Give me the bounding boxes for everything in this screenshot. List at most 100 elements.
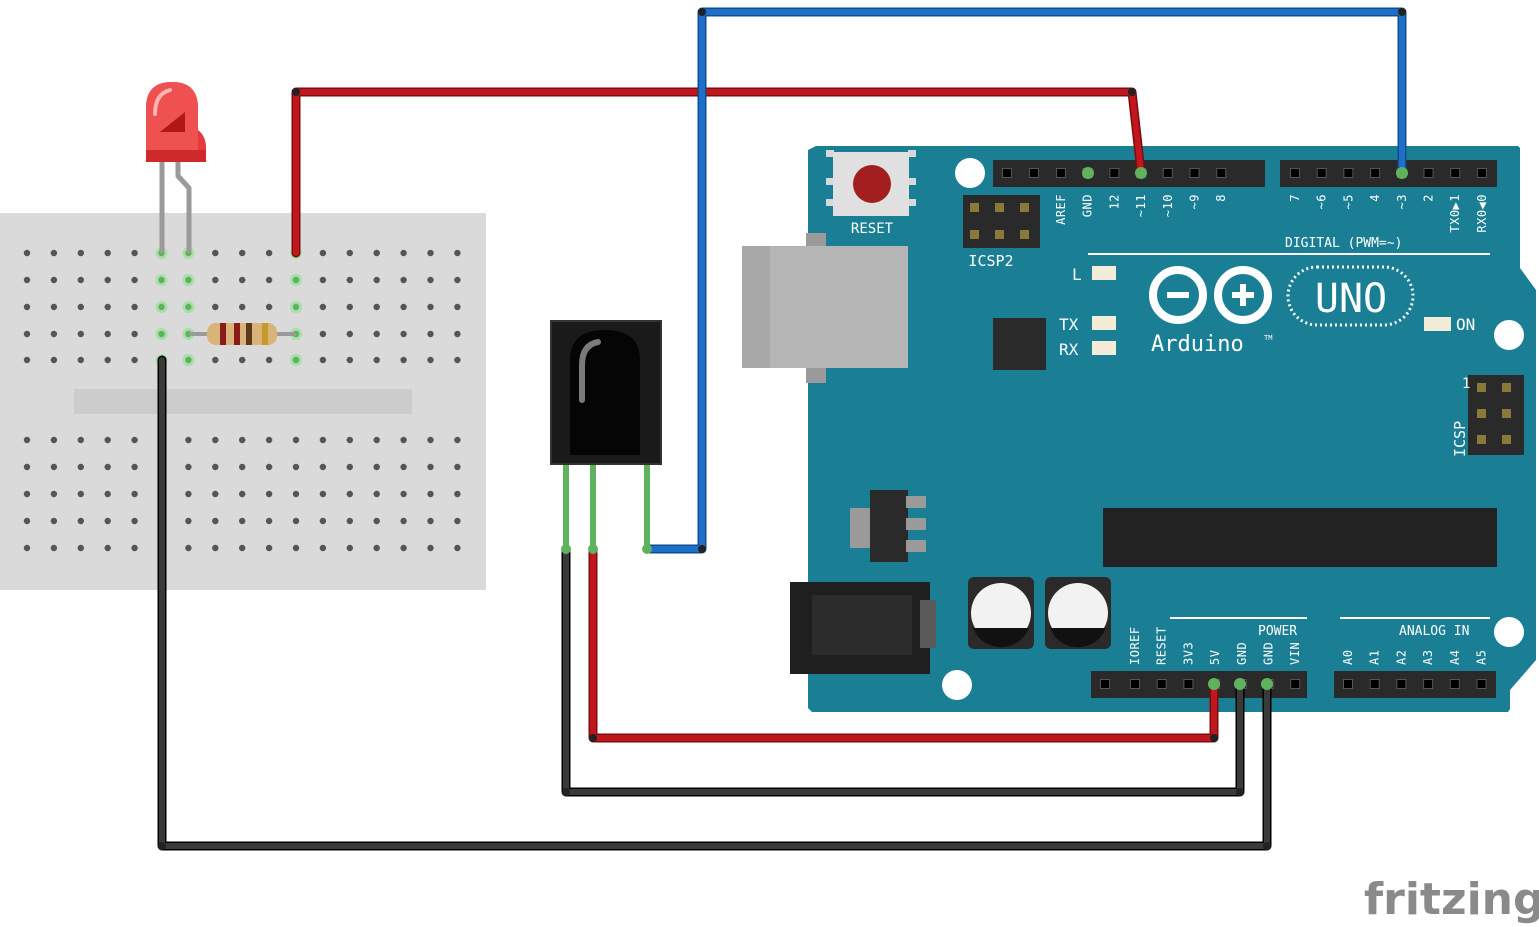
pin-label: A4 [1448,650,1462,665]
led-rx-label: RX [1059,340,1079,359]
header-pin[interactable] [1183,679,1194,689]
breadboard-hole [131,249,138,257]
breadboard-hole [23,490,31,498]
pin-label: 4 [1368,194,1382,202]
breadboard-hole [427,544,434,552]
led-rx-indicator [1092,341,1116,355]
breadboard-hole [50,276,58,284]
breadboard-hole [239,303,246,311]
header-pin[interactable] [1109,168,1120,178]
breadboard-hole [373,356,380,364]
breadboard-hole [212,276,219,284]
pin-label: GND [1235,642,1249,665]
breadboard-hole [77,490,85,498]
header-pin[interactable] [1449,679,1460,689]
breadboard-hole [400,490,407,498]
breadboard-hole [239,490,246,498]
breadboard-hole [427,356,434,364]
header-pin[interactable] [1343,679,1353,689]
breadboard-hole [319,517,327,525]
header-pin[interactable] [1396,679,1407,689]
breadboard-hole [319,490,327,498]
mounting-hole [1494,617,1524,647]
header-pin[interactable] [1056,168,1066,178]
breadboard-hole [292,517,300,525]
header-pin[interactable] [1476,679,1487,689]
header-pin[interactable] [1130,679,1140,689]
header-pin[interactable] [1002,168,1012,178]
breadboard-hole [104,330,111,338]
pin-label: AREF [1054,194,1068,225]
header-pin[interactable] [1423,679,1434,689]
breadboard-hole [454,436,461,444]
breadboard-hole [373,463,380,471]
breadboard-hole [265,436,273,444]
pin-label: ~9 [1188,194,1202,209]
digital-label: DIGITAL (PWM=~) [1285,236,1402,251]
breadboard-hole [23,356,31,364]
breadboard-hole [265,303,273,311]
wire-black-gnd-led [157,355,1272,851]
pin-label: ~6 [1315,194,1329,209]
pin-label: 2 [1422,194,1436,202]
header-pin[interactable] [1450,168,1461,178]
resistor [189,323,296,345]
breadboard-hole [131,544,138,552]
header-pin[interactable] [1189,168,1200,178]
breadboard-hole [319,303,327,311]
breadboard-hole [292,303,300,311]
breadboard-hole [454,356,461,364]
reset-button[interactable] [826,150,916,216]
header-pin[interactable] [1423,168,1434,178]
breadboard-hole [427,249,434,257]
breadboard-hole [50,544,58,552]
header-pin[interactable] [1343,168,1354,178]
digital-header-right [1280,160,1497,187]
header-pin[interactable] [1100,679,1110,689]
header-pin[interactable] [1370,168,1381,178]
connection-points [561,167,1408,690]
breadboard-hole [400,276,407,284]
breadboard-hole [265,463,273,471]
power-header [1091,671,1307,698]
header-pin[interactable] [1290,168,1300,178]
breadboard-hole [265,490,273,498]
breadboard-hole [50,463,58,471]
led-on-label: ON [1456,315,1475,334]
icsp-label: ICSP [1451,421,1469,457]
header-pin[interactable] [1029,168,1039,178]
icsp-pin1-label: 1 [1462,376,1470,392]
breadboard-hole [319,276,327,284]
pin-label: 12 [1107,194,1121,209]
breadboard-hole [185,517,192,525]
breadboard-hole [212,436,219,444]
header-pin[interactable] [1162,168,1173,178]
header-pin[interactable] [1216,168,1227,178]
breadboard-hole [239,463,246,471]
header-pin[interactable] [1290,679,1301,689]
breadboard-hole [104,463,111,471]
wire-red-pin12 [291,87,1146,258]
breadboard-hole [23,544,31,552]
breadboard-hole [77,276,85,284]
breadboard-hole [400,436,407,444]
breadboard-hole [265,544,273,552]
led-tx-indicator [1092,316,1116,330]
header-pin[interactable] [1156,679,1167,689]
breadboard-hole [158,303,165,311]
breadboard-hole [239,544,246,552]
breadboard-hole [131,330,138,338]
analog-label: ANALOG IN [1399,624,1469,639]
breadboard-hole [50,330,58,338]
header-pin[interactable] [1369,679,1380,689]
pin-label: 8 [1214,194,1228,202]
breadboard-hole [427,463,434,471]
breadboard-hole [23,463,31,471]
breadboard-hole [185,356,192,364]
brand-tm: TM [1264,334,1272,342]
header-pin[interactable] [1476,168,1487,178]
header-pin[interactable] [1316,168,1327,178]
red-led [146,82,206,253]
breadboard-hole [400,517,407,525]
arduino-logo [1149,265,1415,327]
